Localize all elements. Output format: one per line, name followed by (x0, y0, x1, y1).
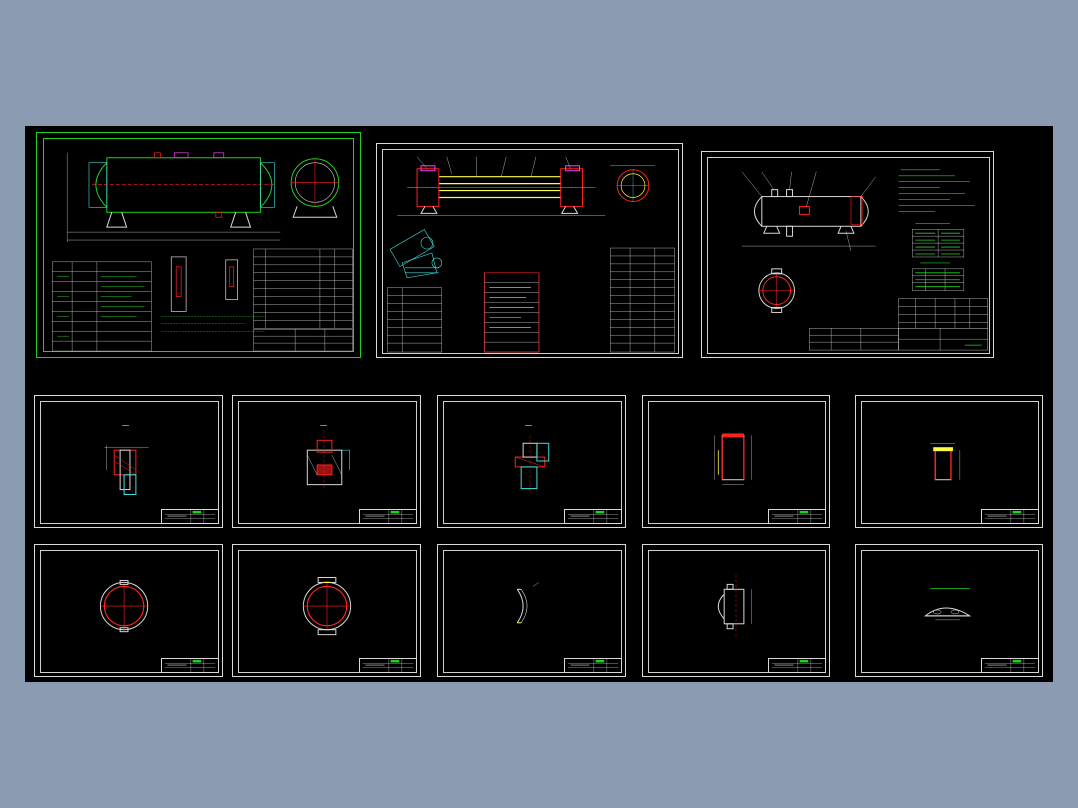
detail-sheet-3-inner-frame (443, 401, 622, 524)
assembly-sheet-2[interactable] (376, 143, 683, 358)
detail-sheet-7-title-block (359, 658, 417, 673)
detail-sheet-2[interactable] (232, 395, 421, 528)
detail-sheet-3[interactable] (437, 395, 626, 528)
channel-box-drawing (717, 574, 752, 639)
detail-sheet-8-inner-frame (443, 550, 622, 673)
flange-section-drawing (306, 425, 350, 490)
detail-sheet-8[interactable] (437, 544, 626, 677)
tubesheet-circle-drawing (99, 579, 149, 633)
detail-sheet-9-inner-frame (648, 550, 826, 673)
vessel-elevation-drawing (52, 152, 353, 352)
detail-sheet-5-inner-frame (861, 401, 1039, 524)
small-nozzle-drawing (514, 425, 550, 495)
baffle-plate-drawing (923, 587, 972, 621)
detail-sheet-9-title-block (768, 658, 826, 673)
detail-sheet-6-inner-frame (40, 550, 219, 673)
detail-sheet-7[interactable] (232, 544, 421, 677)
shell-cylinder-drawing (714, 433, 752, 485)
tube-bundle-drawing (387, 156, 675, 353)
detail-sheet-3-title-block (564, 509, 622, 524)
vessel-with-tables-drawing (741, 169, 988, 351)
detail-sheet-1[interactable] (34, 395, 223, 528)
detail-sheet-5[interactable] (855, 395, 1043, 528)
detail-sheet-10-inner-frame (861, 550, 1039, 673)
detail-sheet-1-title-block (161, 509, 219, 524)
cad-drawing-canvas[interactable] (25, 126, 1053, 682)
detail-sheet-4-inner-frame (648, 401, 826, 524)
detail-sheet-5-title-block (981, 509, 1039, 524)
assembly-sheet-3[interactable] (701, 151, 994, 358)
detail-sheet-10-title-block (981, 658, 1039, 673)
assembly-sheet-1-inner-frame (43, 138, 354, 352)
detail-sheet-4-title-block (768, 509, 826, 524)
detail-sheet-6[interactable] (34, 544, 223, 677)
detail-sheet-10[interactable] (855, 544, 1043, 677)
assembly-sheet-1[interactable] (36, 132, 361, 358)
assembly-sheet-2-inner-frame (382, 149, 679, 354)
detail-sheet-2-inner-frame (238, 401, 417, 524)
detail-sheet-1-inner-frame (40, 401, 219, 524)
detail-sheet-6-title-block (161, 658, 219, 673)
detail-sheet-9[interactable] (642, 544, 830, 677)
detail-sheet-2-title-block (359, 509, 417, 524)
detail-sheet-7-inner-frame (238, 550, 417, 673)
detail-sheet-4[interactable] (642, 395, 830, 528)
detail-sheet-8-title-block (564, 658, 622, 673)
nozzle-section-drawing (104, 425, 149, 495)
tubesheet-with-lugs-drawing (302, 577, 352, 636)
assembly-sheet-3-inner-frame (707, 157, 990, 354)
dished-head-drawing (516, 582, 539, 624)
short-cylinder-drawing (930, 443, 961, 481)
